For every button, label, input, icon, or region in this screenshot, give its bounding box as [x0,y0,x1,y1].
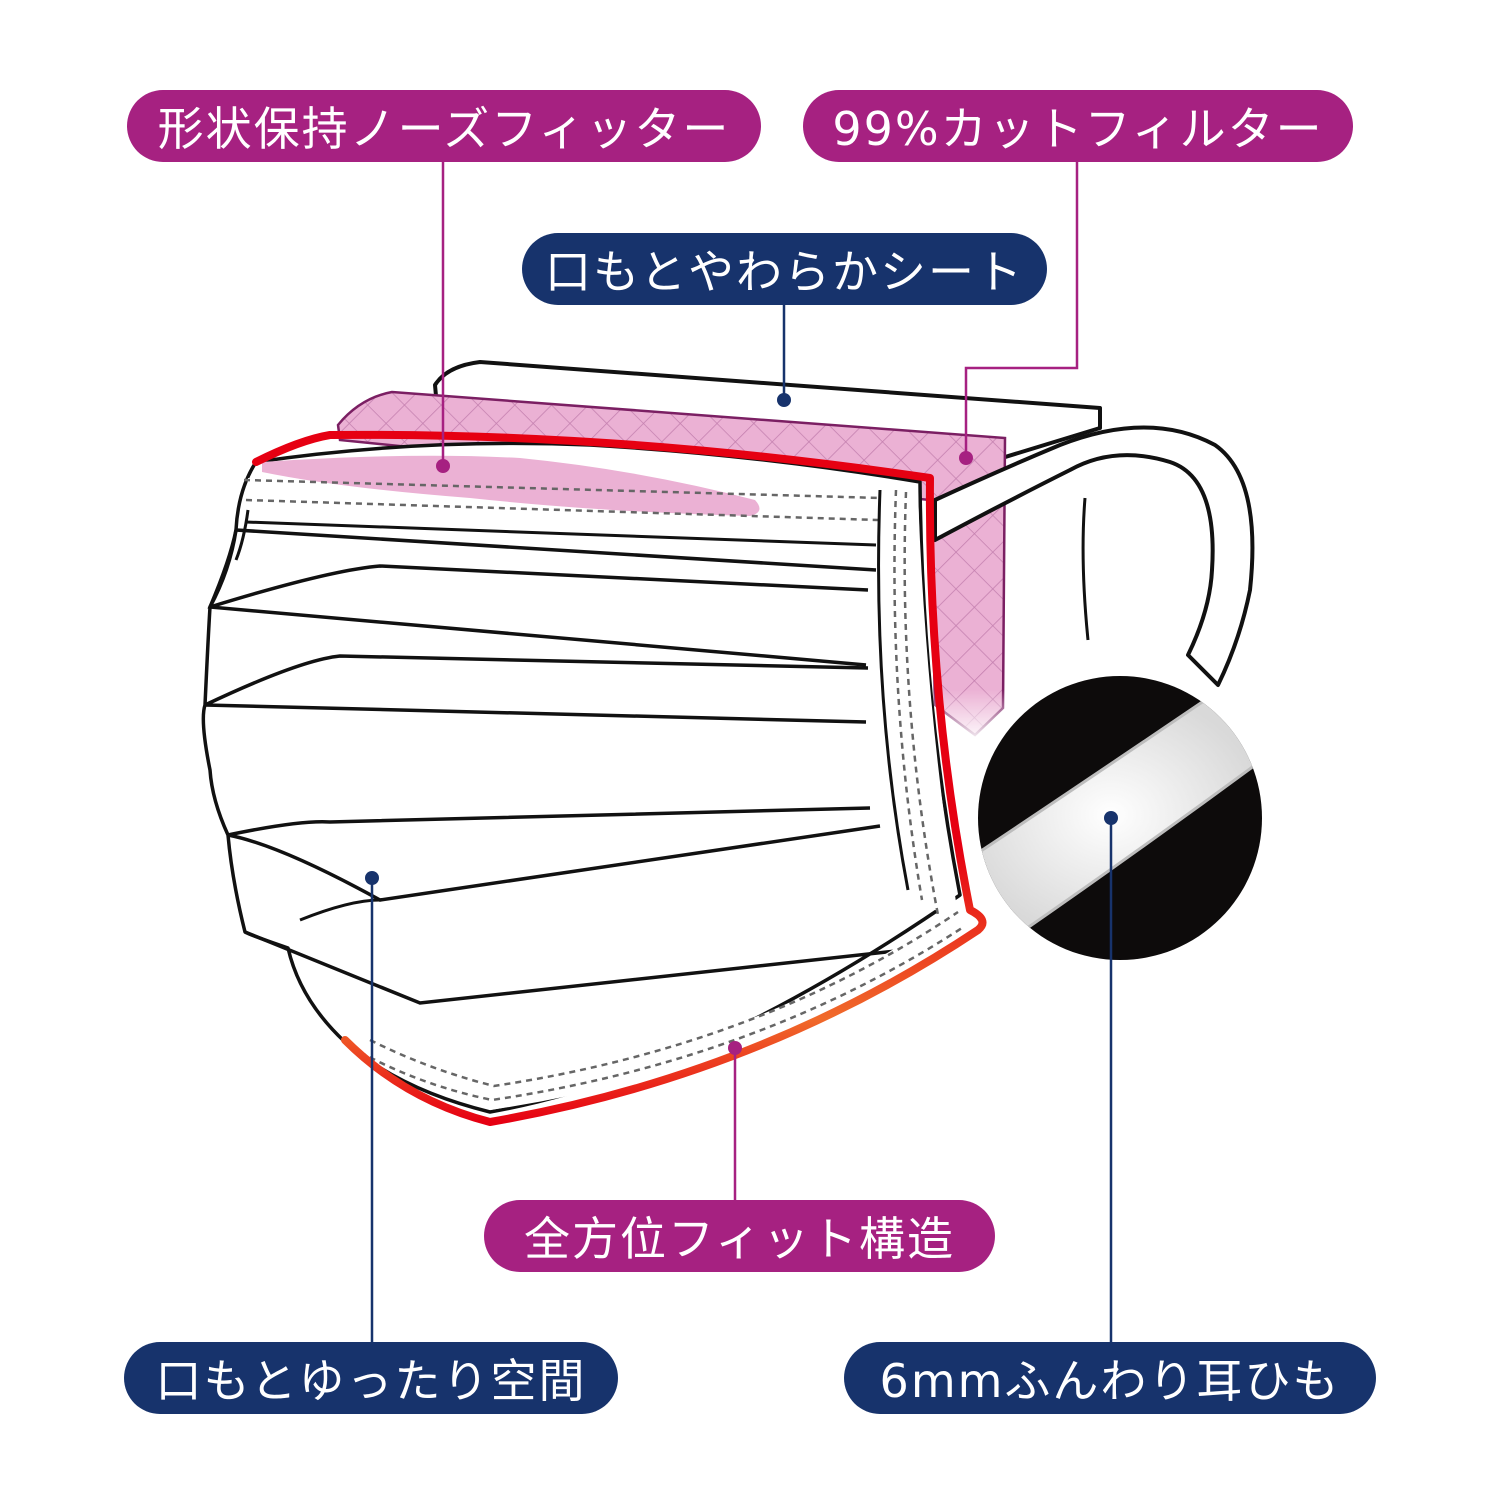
red-fit-outline [252,430,987,1126]
fit-structure-dot [728,1041,742,1055]
ear-loop-label: 6mmふんわり耳ひも [844,1342,1376,1414]
nose-fitter-label: 形状保持ノーズフィッター [127,90,761,162]
nose-fitter-shape [262,455,760,516]
filter-dot [959,451,973,465]
filter-label: 99%カットフィルター [803,90,1353,162]
fit-structure-label: 全方位フィット構造 [484,1200,995,1272]
soft-sheet-label: 口もとやわらかシート [522,233,1047,305]
mouth-space-label: 口もとゆったり空間 [124,1342,618,1414]
mouth-space-dot [365,871,379,885]
soft-sheet-dot [777,393,791,407]
ear-loop-shape [933,425,1255,687]
ear-loop-dot [1104,811,1118,825]
nose-fitter-dot [436,459,450,473]
ear-loop-closeup-circle [964,662,1276,974]
